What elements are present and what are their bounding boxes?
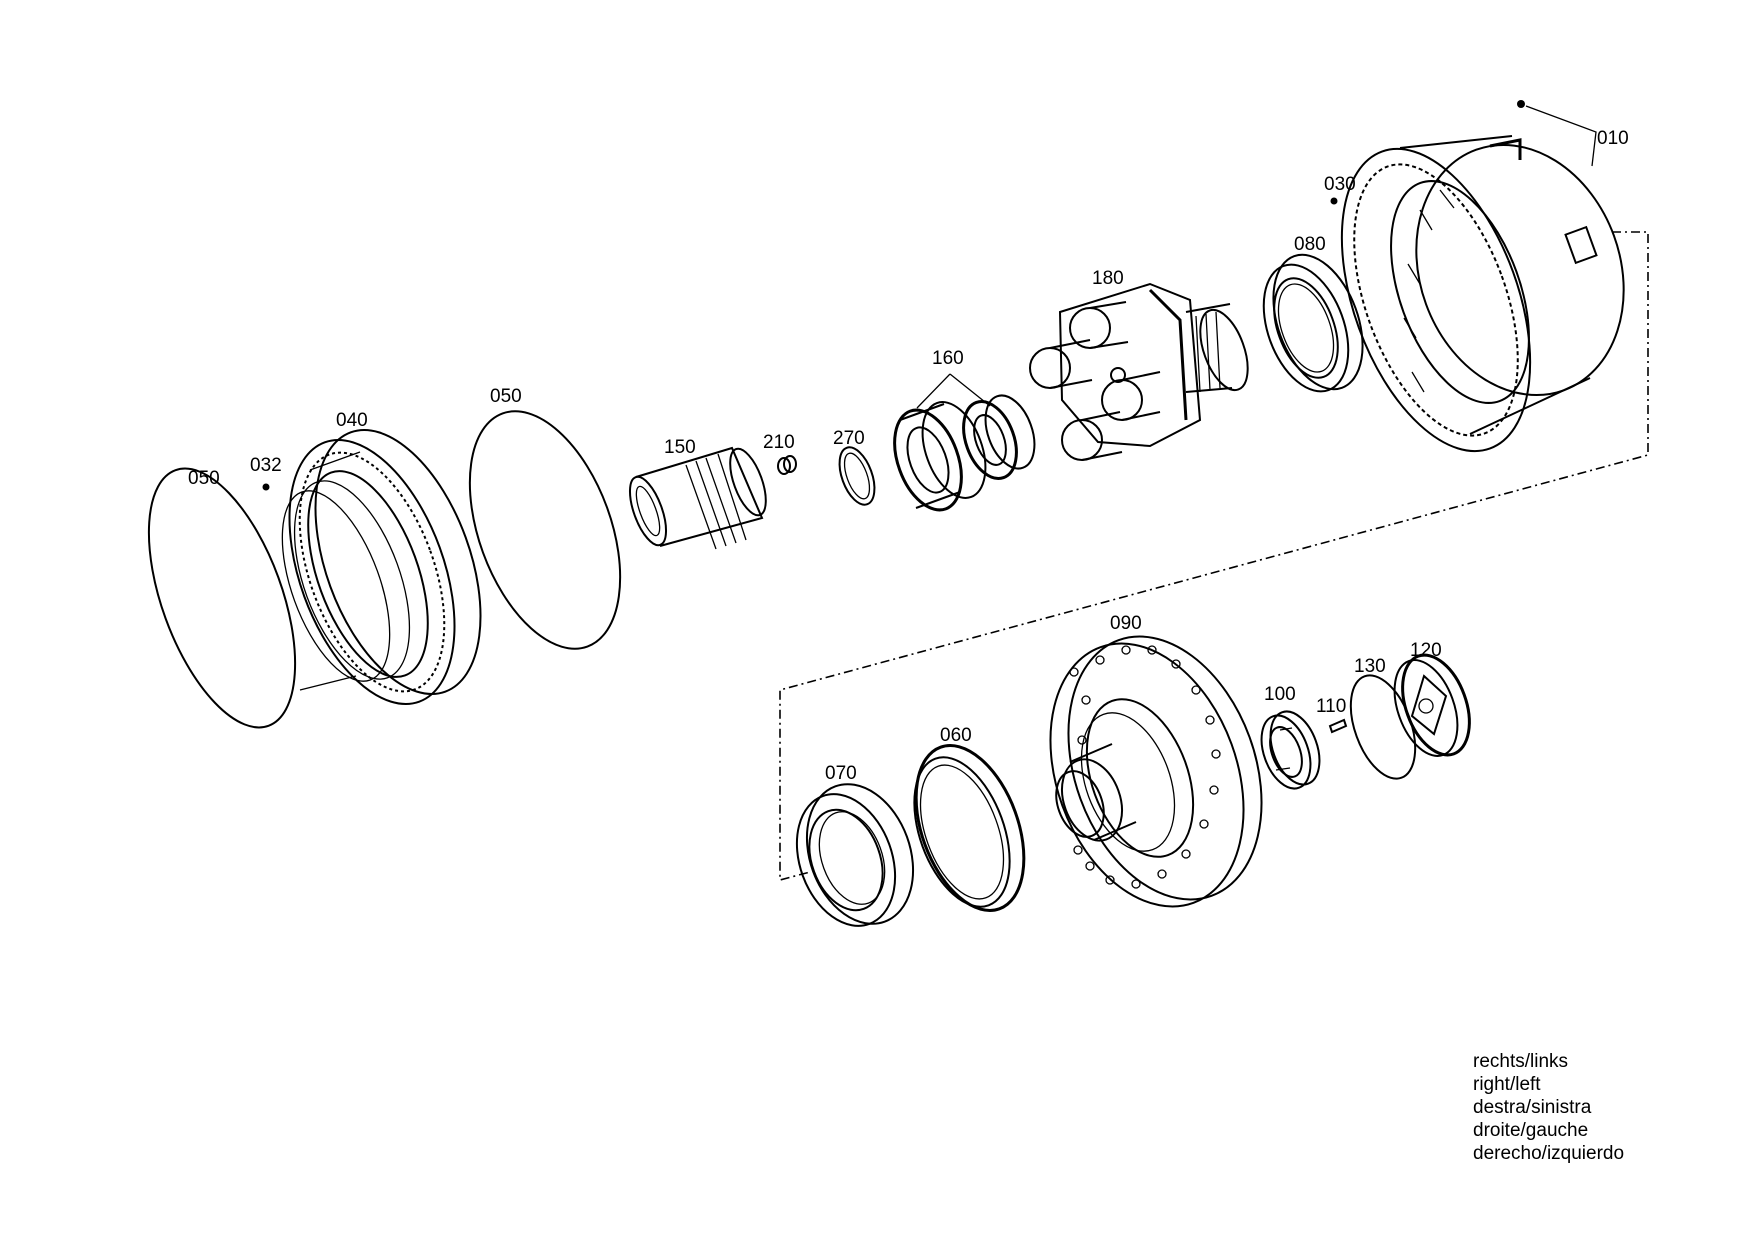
legend-line: rechts/links — [1473, 1051, 1569, 1072]
part-180-planet-carrier — [1029, 282, 1249, 461]
assembly-boundary-line — [779, 231, 1649, 882]
part-210-washer — [777, 455, 797, 475]
part-100-slotted-nut — [1260, 710, 1321, 790]
label-160: 160 — [932, 348, 964, 369]
part-160-planet-gear-small — [962, 394, 1036, 480]
label-080: 080 — [1294, 234, 1326, 255]
part-030-dot — [1330, 197, 1338, 205]
label-120: 120 — [1410, 640, 1442, 661]
label-180: 180 — [1092, 268, 1124, 289]
leader-010 — [1525, 105, 1597, 167]
legend-line: derecho/izquierdo — [1473, 1143, 1625, 1164]
legend-line: destra/sinistra — [1473, 1097, 1592, 1118]
label-010: 010 — [1597, 128, 1629, 149]
part-160-planet-gear-large — [893, 401, 987, 512]
label-060: 060 — [940, 725, 972, 746]
label-150: 150 — [664, 437, 696, 458]
part-070-shaft-seal — [795, 783, 915, 927]
part-120-cover-plate — [1393, 653, 1471, 757]
label-270: 270 — [833, 428, 865, 449]
label-100: 100 — [1264, 684, 1296, 705]
label-032: 032 — [250, 455, 282, 476]
part-110-pin — [1328, 718, 1348, 734]
part-150-sun-shaft — [628, 446, 767, 550]
part-010-dot — [1517, 100, 1525, 108]
part-050-right-oring — [468, 410, 622, 650]
label-050-left: 050 — [188, 468, 220, 489]
part-010-housing — [1340, 135, 1625, 453]
label-210: 210 — [763, 432, 795, 453]
part-060-wear-ring — [913, 744, 1026, 912]
label-050-right: 050 — [490, 386, 522, 407]
leader-160 — [916, 373, 991, 409]
part-050-left-oring — [147, 467, 297, 729]
label-040: 040 — [336, 410, 368, 431]
legend-line: droite/gauche — [1473, 1120, 1589, 1141]
legend-line: right/left — [1473, 1074, 1541, 1095]
label-130: 130 — [1354, 656, 1386, 677]
part-080-bearing — [1262, 253, 1364, 393]
part-040-ring-gear — [281, 429, 482, 705]
label-030: 030 — [1324, 174, 1356, 195]
label-070: 070 — [825, 763, 857, 784]
part-090-wheel-hub — [1049, 635, 1263, 908]
part-270-snap-ring — [838, 446, 876, 506]
label-090: 090 — [1110, 613, 1142, 634]
label-110: 110 — [1316, 696, 1346, 717]
part-032-dot — [262, 483, 270, 491]
side-legend: rechts/links right/left destra/sinistra … — [1473, 1050, 1624, 1165]
hub-bolt-holes — [1069, 645, 1221, 889]
